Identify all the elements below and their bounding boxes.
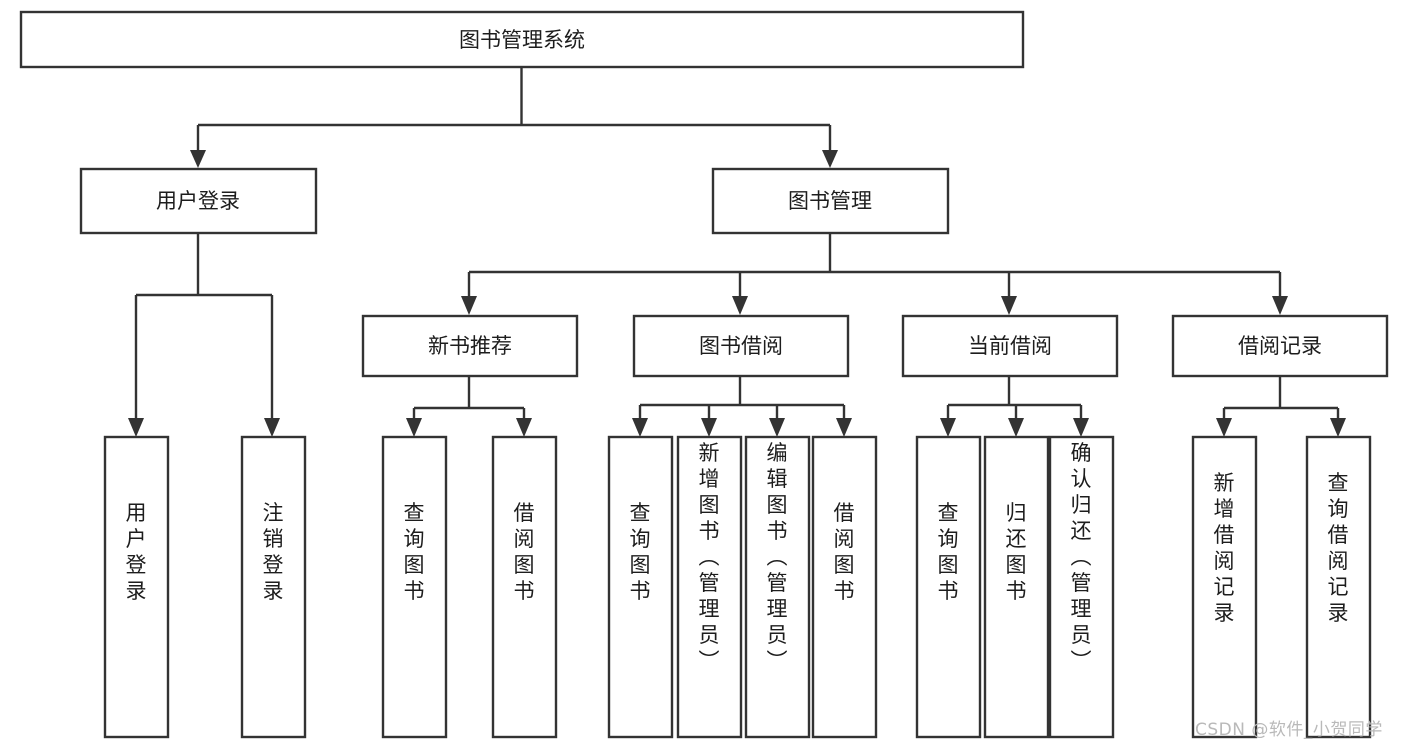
node-leaf-user-login[interactable]: 用户登录 — [103, 435, 170, 739]
node-leaf-confirm-return[interactable]: 确认归还︵管理员︶ — [1048, 435, 1115, 739]
node-leaf-query-book-3[interactable]: 查询图书 — [915, 435, 982, 739]
node-new-book-recommend-box[interactable] — [361, 314, 579, 378]
node-leaf-borrow-book-2-label: 借阅图书 — [834, 501, 855, 603]
arrowhead-leaf-edit-book — [769, 418, 785, 437]
node-leaf-query-book-2-label: 查询图书 — [630, 501, 651, 603]
arrowhead-leaf-confirm-return — [1073, 418, 1089, 437]
node-borrow-record[interactable]: 借阅记录 — [1171, 314, 1389, 378]
node-new-book-recommend[interactable]: 新书推荐 — [361, 314, 579, 378]
arrowhead-current-borrow — [1001, 296, 1017, 315]
arrowhead-leaf-borrow-book-2 — [836, 418, 852, 437]
node-leaf-add-record-box[interactable] — [1191, 435, 1258, 739]
arrowhead-leaf-return-book — [1008, 418, 1024, 437]
connector-group-book-manage-to-level3 — [461, 233, 1288, 315]
connector-group-current-borrow-to-leaves — [940, 376, 1089, 437]
node-leaf-return-book-box[interactable] — [983, 435, 1050, 739]
node-leaf-user-login-box[interactable] — [103, 435, 170, 739]
node-borrow-record-box[interactable] — [1171, 314, 1389, 378]
node-leaf-edit-book[interactable]: 编辑图书︵管理员︶ — [744, 435, 811, 739]
node-current-borrow-label: 当前借阅 — [968, 334, 1052, 358]
connector-group-new-book-to-leaves — [406, 376, 532, 437]
node-leaf-return-book-label: 归还图书 — [1006, 501, 1027, 603]
connector-group-root-to-level2 — [190, 67, 838, 168]
arrowhead-leaf-add-record — [1216, 418, 1232, 437]
node-leaf-add-book-box[interactable] — [676, 435, 743, 739]
node-leaf-query-record[interactable]: 查询借阅记录 — [1305, 435, 1372, 739]
node-user-login-label: 用户登录 — [156, 189, 240, 213]
node-leaf-query-book-3-box[interactable] — [915, 435, 982, 739]
arrowhead-borrow-record — [1272, 296, 1288, 315]
node-book-borrow[interactable]: 图书借阅 — [632, 314, 850, 378]
csdn-watermark: CSDN @软件_小贺同学 — [1195, 720, 1383, 740]
arrowhead-leaf-user-login — [128, 418, 144, 437]
node-leaf-borrow-book-2-box[interactable] — [811, 435, 878, 739]
node-book-manage-label: 图书管理 — [788, 189, 872, 213]
node-book-borrow-label: 图书借阅 — [699, 334, 783, 358]
arrowhead-book-borrow — [732, 296, 748, 315]
node-leaf-edit-book-label: 编辑图书︵管理员︶ — [767, 441, 788, 673]
node-user-login[interactable]: 用户登录 — [79, 167, 318, 235]
connector-group-user-login-to-leaves — [128, 233, 280, 437]
node-root[interactable]: 图书管理系统 — [19, 10, 1025, 69]
connector-group-borrow-record-to-leaves — [1216, 376, 1346, 437]
node-root-label: 图书管理系统 — [459, 28, 585, 52]
node-leaf-query-record-label: 查询借阅记录 — [1328, 471, 1349, 625]
node-user-login-box[interactable] — [79, 167, 318, 235]
node-leaf-confirm-return-box[interactable] — [1048, 435, 1115, 739]
node-leaf-query-book-2-box[interactable] — [607, 435, 674, 739]
node-leaf-borrow-book-1-box[interactable] — [491, 435, 558, 739]
connector-group-book-borrow-to-leaves — [632, 376, 852, 437]
node-leaf-add-record[interactable]: 新增借阅记录 — [1191, 435, 1258, 739]
node-leaf-query-book-1-label: 查询图书 — [404, 501, 425, 603]
node-leaf-query-record-box[interactable] — [1305, 435, 1372, 739]
node-leaf-query-book-1-box[interactable] — [381, 435, 448, 739]
arrowhead-leaf-query-record — [1330, 418, 1346, 437]
node-root-box[interactable] — [19, 10, 1025, 69]
node-leaf-return-book[interactable]: 归还图书 — [983, 435, 1050, 739]
arrowhead-user-login — [190, 150, 206, 168]
node-leaf-add-book[interactable]: 新增图书︵管理员︶ — [676, 435, 743, 739]
node-leaf-add-record-label: 新增借阅记录 — [1214, 471, 1235, 625]
node-leaf-borrow-book-1-label: 借阅图书 — [514, 501, 535, 603]
node-current-borrow[interactable]: 当前借阅 — [901, 314, 1119, 378]
arrowhead-leaf-borrow-book-1 — [516, 418, 532, 437]
node-leaf-query-book-3-label: 查询图书 — [938, 501, 959, 603]
arrowhead-leaf-query-book-3 — [940, 418, 956, 437]
node-book-manage-box[interactable] — [711, 167, 950, 235]
node-leaf-add-book-label: 新增图书︵管理员︶ — [699, 441, 720, 673]
arrowhead-leaf-add-book — [701, 418, 717, 437]
node-borrow-record-label: 借阅记录 — [1238, 334, 1322, 358]
node-book-borrow-box[interactable] — [632, 314, 850, 378]
node-leaf-edit-book-box[interactable] — [744, 435, 811, 739]
node-leaf-borrow-book-2[interactable]: 借阅图书 — [811, 435, 878, 739]
arrowhead-leaf-user-logout — [264, 418, 280, 437]
node-leaf-user-logout-label: 注销登录 — [263, 501, 284, 603]
arrowhead-leaf-query-book-2 — [632, 418, 648, 437]
node-leaf-query-book-2[interactable]: 查询图书 — [607, 435, 674, 739]
node-leaf-confirm-return-label: 确认归还︵管理员︶ — [1071, 441, 1092, 673]
node-new-book-recommend-label: 新书推荐 — [428, 334, 512, 358]
node-leaf-user-login-label: 用户登录 — [126, 501, 147, 603]
node-leaf-user-logout-box[interactable] — [240, 435, 307, 739]
node-leaf-user-logout[interactable]: 注销登录 — [240, 435, 307, 739]
node-leaf-borrow-book-1[interactable]: 借阅图书 — [491, 435, 558, 739]
node-book-manage[interactable]: 图书管理 — [711, 167, 950, 235]
arrowhead-new-book-recommend — [461, 296, 477, 315]
node-current-borrow-box[interactable] — [901, 314, 1119, 378]
arrowhead-leaf-query-book-1 — [406, 418, 422, 437]
node-leaf-query-book-1[interactable]: 查询图书 — [381, 435, 448, 739]
arrowhead-book-manage — [822, 150, 838, 168]
